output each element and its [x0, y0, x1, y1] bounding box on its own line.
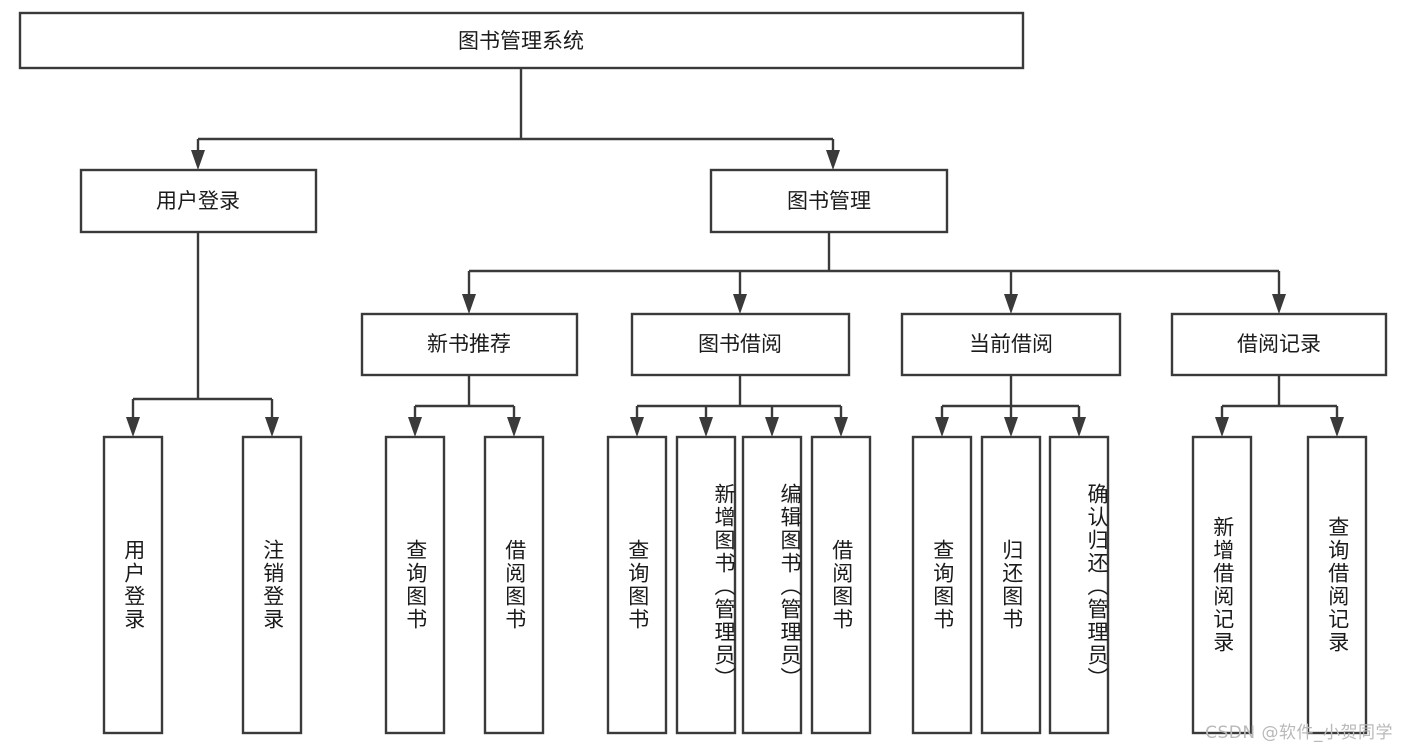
arrow-head-icon	[462, 294, 476, 314]
connector-book-borrow-to-leaves	[630, 375, 848, 437]
node-borrow-record[interactable]: 借阅记录	[1170, 312, 1388, 377]
arrow-head-icon	[1004, 294, 1018, 314]
connector-root-to-level2	[191, 68, 840, 170]
arrow-head-icon	[699, 417, 713, 437]
arrow-head-icon	[408, 417, 422, 437]
node-user-login-label: 用户登录	[156, 189, 240, 213]
node-book-management-label: 图书管理	[787, 189, 871, 213]
node-current-borrow-box	[900, 312, 1122, 377]
node-current-borrow-label: 当前借阅	[969, 332, 1053, 356]
csdn-watermark: CSDN @软件_小贺同学	[1205, 723, 1393, 743]
leaf-box-edit-book-admin[interactable]	[741, 435, 803, 735]
node-root[interactable]: 图书管理系统	[18, 11, 1025, 70]
arrow-head-icon	[1272, 294, 1286, 314]
leaf-box-logout[interactable]	[241, 435, 303, 735]
leaf-box-query-book-rec[interactable]	[384, 435, 446, 735]
arrow-head-icon	[826, 150, 840, 170]
leaf-box-query-book-borrow[interactable]	[606, 435, 668, 735]
arrow-head-icon	[765, 417, 779, 437]
arrow-head-icon	[630, 417, 644, 437]
node-new-book-recommend-box	[360, 312, 579, 377]
leaf-box-add-book-admin[interactable]	[675, 435, 737, 735]
node-book-borrow-label: 图书借阅	[698, 332, 782, 356]
leaf-box-query-borrow-record[interactable]	[1306, 435, 1368, 735]
arrow-head-icon	[265, 417, 279, 437]
connector-user-login-to-leaves	[126, 232, 279, 437]
node-root-box	[18, 11, 1025, 70]
node-root-label: 图书管理系统	[458, 29, 584, 53]
node-user-login-box	[79, 168, 318, 234]
node-new-book-recommend-label: 新书推荐	[427, 332, 511, 356]
leaf-box-borrow-book[interactable]	[810, 435, 872, 735]
arrow-head-icon	[1072, 417, 1086, 437]
leaf-box-return-book[interactable]	[980, 435, 1042, 735]
connector-book-management-to-level3	[462, 232, 1286, 314]
arrow-head-icon	[507, 417, 521, 437]
arrow-head-icon	[834, 417, 848, 437]
arrow-head-icon	[1215, 417, 1229, 437]
leaf-box-user-login[interactable]	[102, 435, 164, 735]
leaf-box-add-borrow-record[interactable]	[1191, 435, 1253, 735]
node-borrow-record-label: 借阅记录	[1237, 332, 1321, 356]
connector-new-book-recommend-to-leaves	[408, 375, 521, 437]
node-user-login[interactable]: 用户登录	[79, 168, 318, 234]
arrow-head-icon	[1004, 417, 1018, 437]
arrow-head-icon	[935, 417, 949, 437]
connector-borrow-record-to-leaves	[1215, 375, 1344, 437]
arrow-head-icon	[126, 417, 140, 437]
node-book-management[interactable]: 图书管理	[709, 168, 949, 234]
node-current-borrow[interactable]: 当前借阅	[900, 312, 1122, 377]
leaf-box-borrow-book-rec[interactable]	[483, 435, 545, 735]
leaf-box-confirm-return-admin[interactable]	[1048, 435, 1110, 735]
leaf-box-query-book-current[interactable]	[911, 435, 973, 735]
arrow-head-icon	[191, 150, 205, 170]
arrow-head-icon	[1330, 417, 1344, 437]
arrow-head-icon	[733, 294, 747, 314]
connector-current-borrow-to-leaves	[935, 375, 1086, 437]
node-new-book-recommend[interactable]: 新书推荐	[360, 312, 579, 377]
node-book-borrow[interactable]: 图书借阅	[630, 312, 851, 377]
